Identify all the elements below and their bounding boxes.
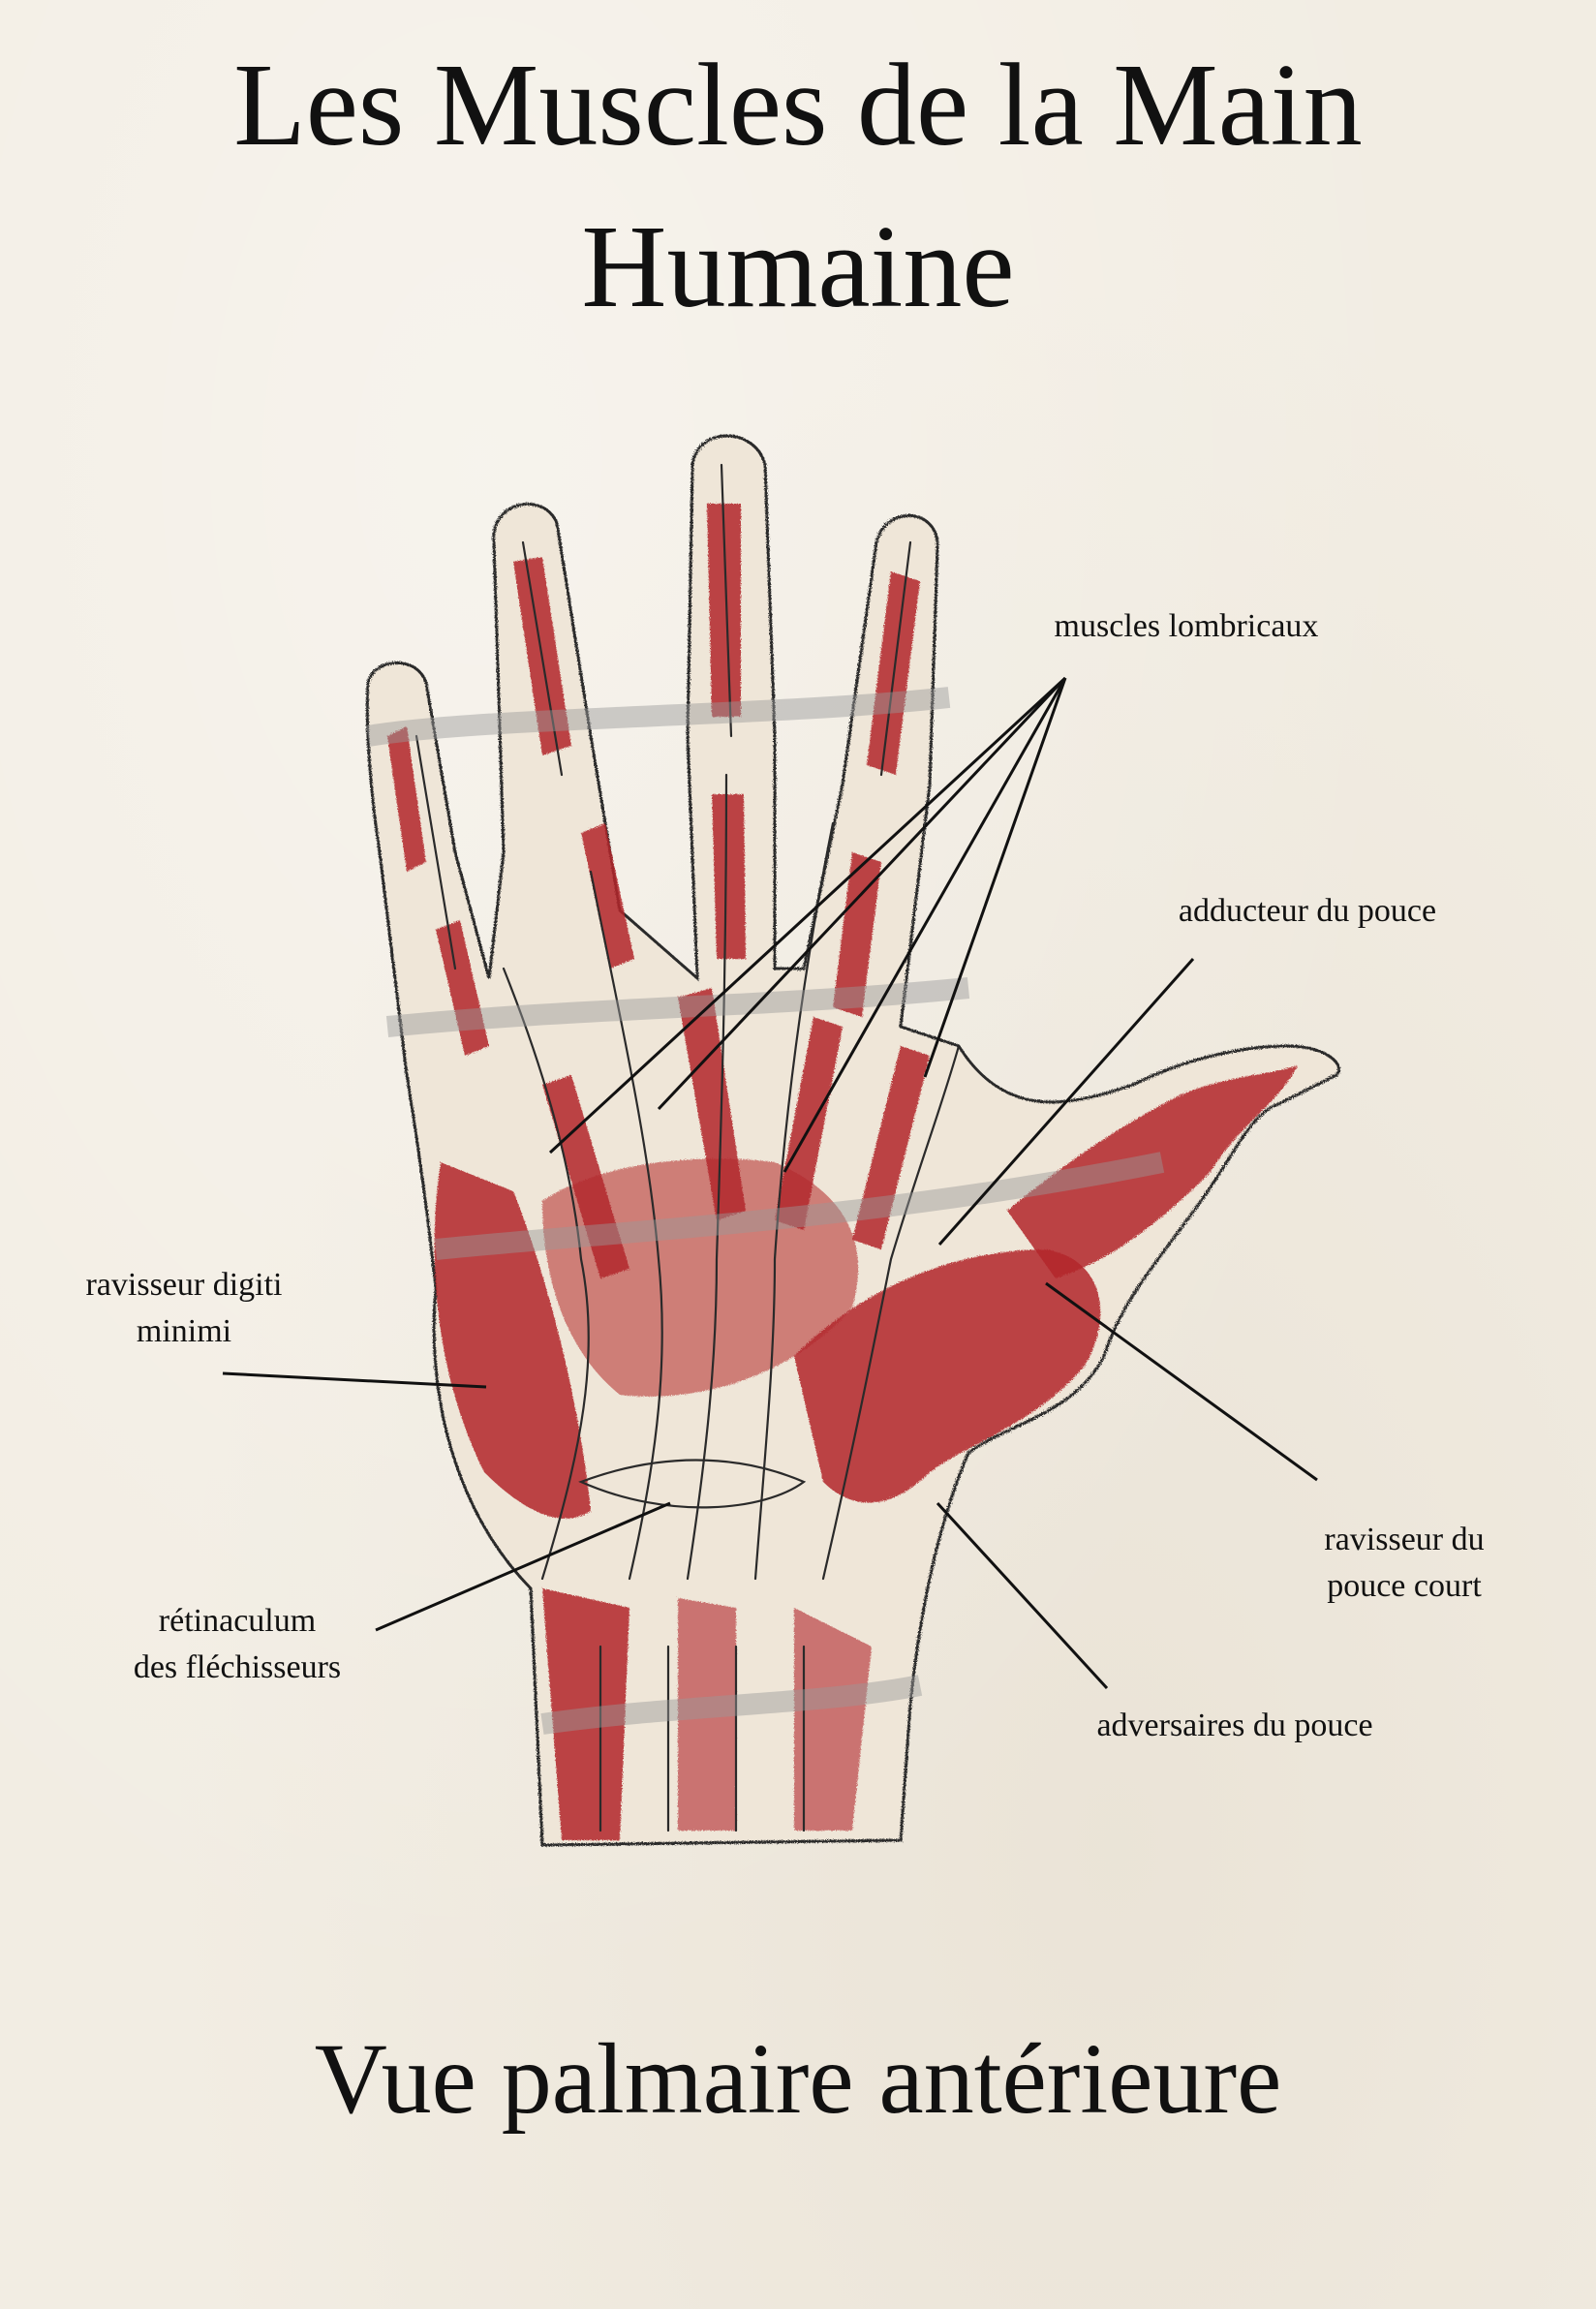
leader-lines xyxy=(222,676,1318,1690)
label-abductor-pollicis-brevis-line2: pouce court xyxy=(1327,1568,1482,1604)
leader-line-adductor xyxy=(937,958,1195,1246)
label-lumbricals: muscles lombricaux xyxy=(1054,608,1319,644)
label-adductor-pollicis: adducteur du pouce xyxy=(1178,893,1437,929)
label-flexor-retinaculum-line1: rétinaculum xyxy=(158,1603,317,1639)
leader-line-abductor-brevis xyxy=(1045,1281,1318,1482)
leader-line-lumbrical-4 xyxy=(923,677,1067,1078)
tendon-strokes xyxy=(414,463,961,1832)
leader-line-retinaculum xyxy=(375,1501,671,1632)
leader-line-abductor-digiti xyxy=(222,1371,487,1389)
title-line-2: Humaine xyxy=(581,201,1015,332)
subtitle: Vue palmaire antérieure xyxy=(314,2023,1282,2135)
label-abductor-pollicis-brevis-line1: ravisseur du xyxy=(1324,1522,1485,1557)
label-abductor-digiti-minimi-line2: minimi xyxy=(136,1313,232,1349)
leader-line-lumbrical-1 xyxy=(548,676,1067,1154)
shading-bands xyxy=(366,687,1165,1735)
label-opponens-pollicis: adversaires du pouce xyxy=(1096,1708,1373,1743)
leader-line-lumbrical-3 xyxy=(783,677,1067,1173)
leader-line-lumbrical-2 xyxy=(657,676,1067,1111)
label-abductor-digiti-minimi-line1: ravisseur digiti xyxy=(85,1267,283,1303)
leader-line-opponens xyxy=(936,1501,1109,1690)
title-line-1: Les Muscles de la Main xyxy=(233,40,1363,170)
label-flexor-retinaculum-line2: des fléchisseurs xyxy=(133,1649,342,1685)
muscle-fills xyxy=(387,504,1298,1840)
